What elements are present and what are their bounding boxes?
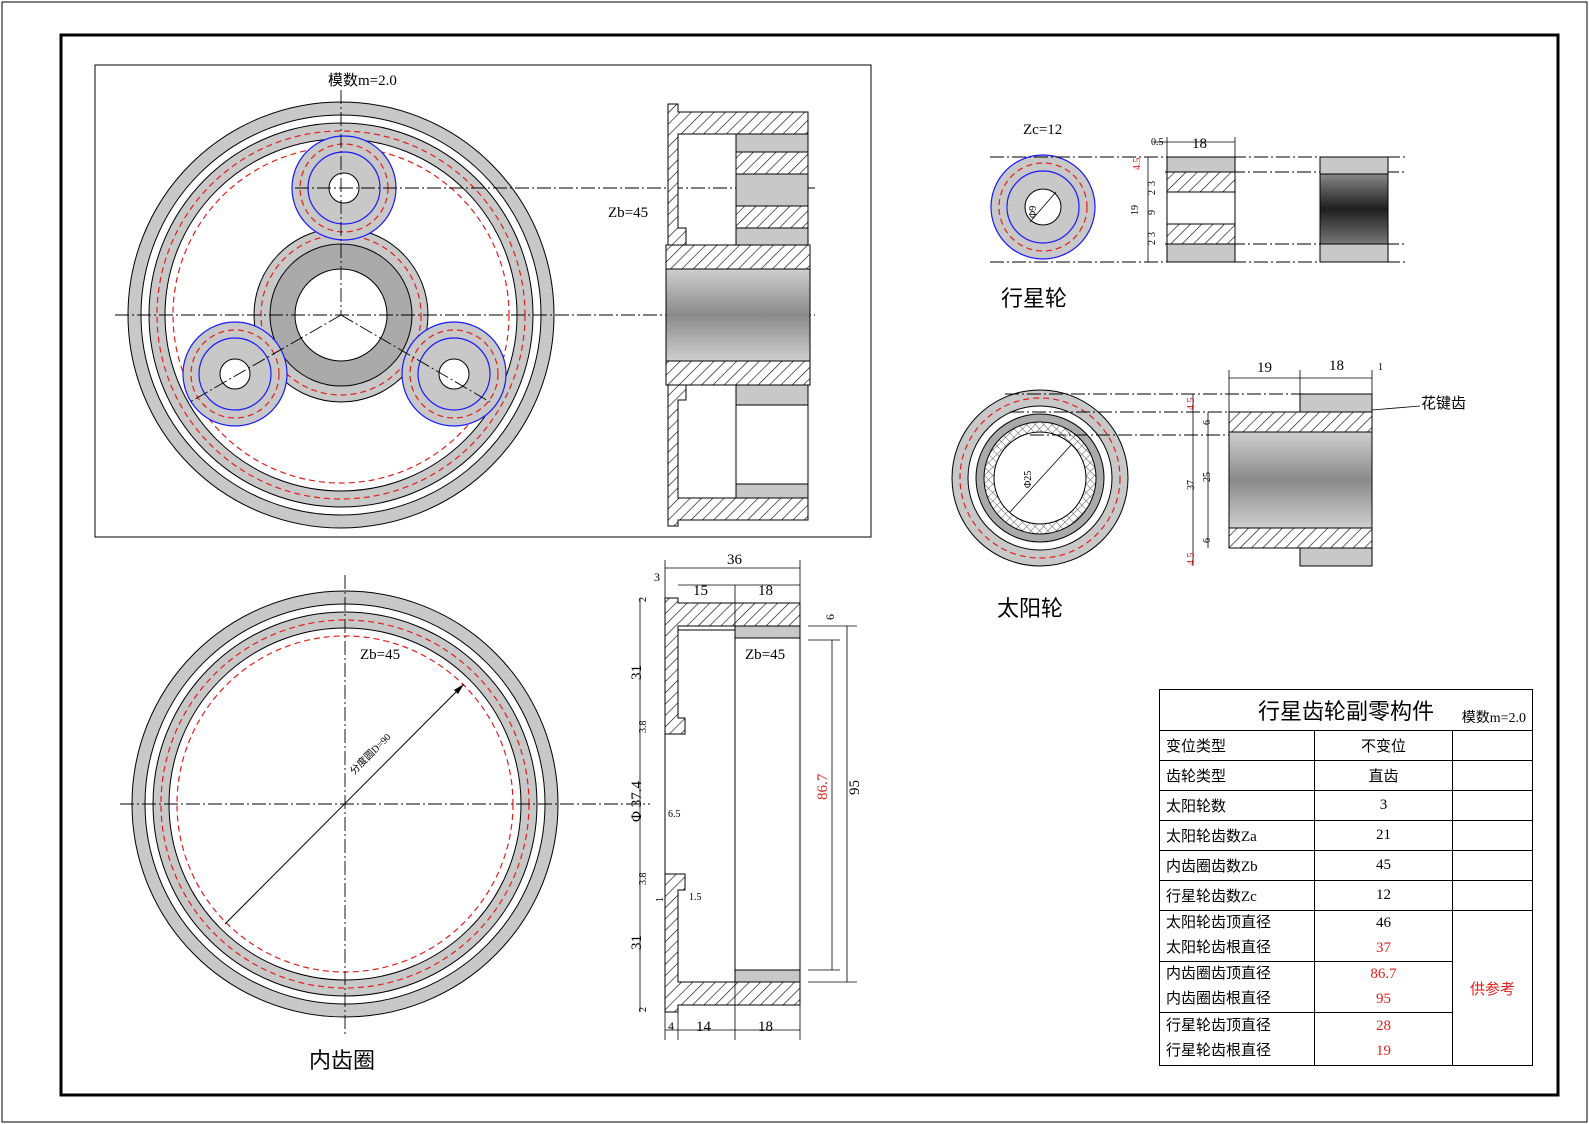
spec-note: 供参考 bbox=[1452, 910, 1533, 1066]
planet-dim-0-5: 0.5 bbox=[1151, 137, 1164, 148]
table-row: 齿轮类型直齿 bbox=[1159, 760, 1533, 791]
planet-gear-left bbox=[182, 321, 288, 427]
ring-dim-2-b: 2 bbox=[638, 1007, 649, 1012]
sun-dim-4-5-b: 4.5 bbox=[1186, 552, 1197, 566]
spec-title: 行星齿轮副零构件 bbox=[1257, 699, 1434, 724]
ring-dim-95: 95 bbox=[847, 780, 863, 795]
sun-spline-label: 花键齿 bbox=[1421, 396, 1467, 412]
ring-dim-86-7: 86.7 bbox=[815, 773, 831, 800]
ring-dim-3-8-b: 3.8 bbox=[638, 872, 649, 886]
ring-dim-6: 6 bbox=[823, 614, 837, 620]
ring-zb-face-label: Zb=45 bbox=[360, 647, 401, 663]
planet-dim-18: 18 bbox=[1192, 136, 1207, 152]
sun-dim-1: 1 bbox=[1378, 362, 1383, 373]
ring-dim-18-b: 18 bbox=[758, 1019, 773, 1035]
ring-dim-4: 4 bbox=[668, 1019, 674, 1033]
planet-dim-3-b: 3 bbox=[1147, 232, 1158, 237]
sun-bore-dia: Φ25 bbox=[1023, 470, 1034, 488]
ring-dim-18: 18 bbox=[758, 583, 773, 599]
assembly-module-label: 模数m=2.0 bbox=[328, 73, 397, 89]
sun-dim-6-b: 6 bbox=[1202, 538, 1213, 543]
spec-title-cell: 行星齿轮副零构件 模数m=2.0 bbox=[1159, 689, 1533, 731]
sun-dim-37: 37 bbox=[1186, 480, 1197, 490]
assembly-zb-label: Zb=45 bbox=[608, 205, 649, 221]
table-row: 变位类型不变位 bbox=[1159, 730, 1533, 761]
ring-dim-6-5: 6.5 bbox=[668, 809, 681, 820]
sun-detail bbox=[951, 370, 1421, 567]
assembly-section-view bbox=[665, 103, 811, 527]
planet-bore-dia: Φ9 bbox=[1028, 205, 1039, 218]
ring-dim-36: 36 bbox=[727, 552, 742, 568]
planet-dim-9: 9 bbox=[1147, 210, 1158, 215]
ring-dim-1-5: 1.5 bbox=[689, 892, 702, 903]
planet-dim-4-5: 4.5 bbox=[1132, 157, 1143, 171]
planet-dim-2-a: 2 bbox=[1147, 190, 1158, 195]
ring-dim-2-a: 2 bbox=[638, 597, 649, 602]
sun-dim-19: 19 bbox=[1257, 360, 1272, 376]
ring-front-view bbox=[120, 575, 650, 1035]
ring-dim-3-8-a: 3.8 bbox=[638, 720, 649, 734]
assembly-front-view bbox=[115, 90, 815, 529]
sun-dim-18: 18 bbox=[1329, 358, 1344, 374]
ring-section-view bbox=[639, 560, 857, 1040]
ring-dim-3: 3 bbox=[654, 570, 660, 584]
planet-title: 行星轮 bbox=[1001, 286, 1068, 311]
ring-dim-1: 1 bbox=[655, 897, 666, 902]
planet-zc-label: Zc=12 bbox=[1023, 122, 1063, 138]
ring-dim-31-a: 31 bbox=[629, 665, 645, 680]
planet-dim-3-a: 3 bbox=[1147, 181, 1158, 186]
ring-dim-14: 14 bbox=[696, 1019, 711, 1035]
sun-dim-4-5-a: 4.5 bbox=[1186, 397, 1197, 411]
ring-zb-side-label: Zb=45 bbox=[745, 647, 786, 663]
planet-detail bbox=[990, 137, 1405, 263]
sun-title: 太阳轮 bbox=[997, 596, 1064, 621]
ring-title: 内齿圈 bbox=[309, 1048, 376, 1073]
ring-dim-phi-37-4: Φ 37.4 bbox=[629, 781, 645, 822]
planet-dim-19: 19 bbox=[1130, 205, 1141, 215]
sun-dim-25: 25 bbox=[1202, 472, 1213, 482]
sun-dim-6-a: 6 bbox=[1202, 420, 1213, 425]
ring-dim-31-b: 31 bbox=[629, 935, 645, 950]
planet-dim-2-b: 2 bbox=[1147, 240, 1158, 245]
planet-gear-right bbox=[401, 321, 507, 427]
spec-module: 模数m=2.0 bbox=[1461, 711, 1526, 726]
ring-dim-15: 15 bbox=[693, 583, 708, 599]
